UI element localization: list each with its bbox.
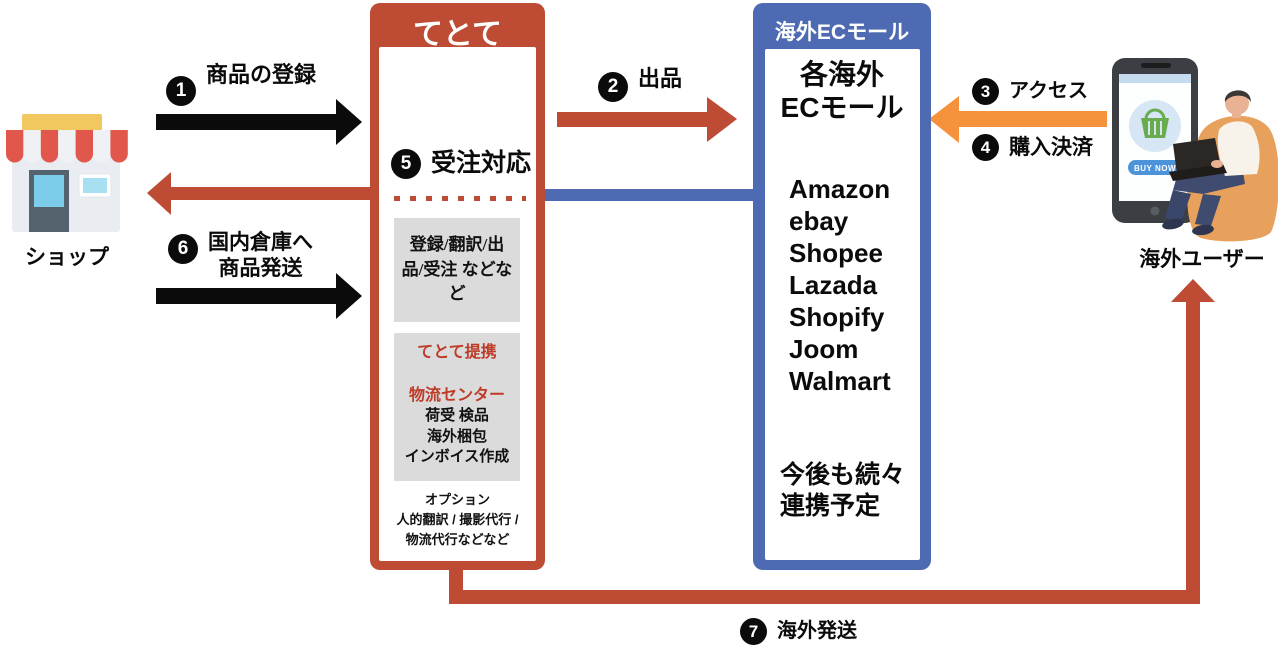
mall-item: Shopee [789, 238, 883, 268]
mall-item: Joom [789, 334, 859, 364]
step-label: 受注対応 [431, 150, 532, 177]
ec-mall-box: 海外ECモール [753, 3, 931, 570]
mall-item: Lazada [789, 270, 878, 300]
step-number-badge: 3 [972, 78, 999, 105]
mall-item: ebay [789, 206, 849, 236]
step-label: アクセス [1009, 80, 1088, 103]
phone-home-button [1150, 206, 1160, 216]
options-line: オプション [424, 492, 490, 507]
step-label: 国内倉庫へ 商品発送 [208, 230, 313, 280]
arrow-overseas-shipping [449, 279, 1215, 604]
arrow-listing [557, 97, 737, 142]
overseas-user-illustration: BUY NOW [1112, 58, 1278, 242]
options-line: 物流代行などなど [405, 532, 510, 548]
shopping-basket-icon [1141, 108, 1169, 138]
step-1-product-registration: 1 商品の登録 [166, 62, 316, 106]
step-number-badge: 5 [391, 149, 421, 180]
logistics-item: 荷受 検品 [425, 408, 489, 424]
step-label: 出品 [638, 66, 683, 91]
mall-item: Shopify [789, 302, 885, 332]
tetote-options: オプション 人的翻訳 / 撮影代行 / 物流代行などなど [376, 490, 539, 550]
ec-mall-future-note: 今後も続々 連携予定 [780, 461, 906, 520]
step-4-purchase-payment: 4 購入決済 [972, 134, 1093, 161]
ec-mall-list: Amazon ebay Shopee Lazada Shopify Joom W… [789, 173, 891, 397]
arrow-access [929, 96, 1107, 143]
step-number-badge: 6 [168, 234, 198, 264]
step-5-order-handling: 5 受注対応 [391, 149, 531, 180]
mall-item: Walmart [789, 366, 891, 396]
arrow-product-registration [156, 99, 362, 145]
spacer [394, 363, 520, 386]
overseas-user-label: 海外ユーザー [1139, 247, 1265, 271]
shop-door [29, 170, 69, 232]
tetote-title: てとて [412, 18, 503, 51]
shop-window [78, 173, 112, 198]
shop-sign [22, 114, 102, 131]
tetote-logistics-box: てとて提携 物流センター 荷受 検品 海外梱包 インボイス作成 [394, 333, 520, 481]
ec-mall-heading: 各海外 ECモール [780, 59, 904, 123]
buy-now-button: BUY NOW [1128, 160, 1182, 175]
step-7-overseas-shipping: 7 海外発送 [740, 618, 857, 645]
line-order-from-mall [540, 189, 756, 201]
ec-mall-title: 海外ECモール [774, 21, 910, 44]
logistics-item: 海外梱包 [426, 428, 487, 445]
options-line: 人的翻訳 / 撮影代行 / [396, 512, 519, 528]
step-label: 海外発送 [777, 620, 857, 643]
shop-awning [6, 130, 128, 163]
storefront-icon [6, 114, 128, 232]
partner-title: てとて提携 [417, 344, 497, 361]
arrow-order-to-shop [147, 172, 373, 215]
tetote-services-box: 登録/翻訳/出品/受注 などなど [394, 218, 520, 322]
logistics-center-title: 物流センター [408, 387, 505, 404]
step-label: 商品の登録 [206, 62, 317, 87]
step-number-badge: 4 [972, 134, 999, 161]
buy-now-label: BUY NOW [1134, 164, 1176, 173]
step-2-listing: 2 出品 [598, 66, 682, 102]
step-number-badge: 1 [166, 76, 196, 106]
step-number-badge: 7 [740, 618, 767, 645]
step-number-badge: 2 [598, 72, 628, 102]
shop-label: ショップ [25, 246, 109, 269]
step-6-domestic-warehouse-shipping: 6 国内倉庫へ 商品発送 [168, 230, 313, 281]
step-3-access: 3 アクセス [972, 78, 1088, 105]
tetote-dashed-divider [394, 196, 526, 201]
logistics-item: インボイス作成 [404, 449, 510, 466]
step-label: 購入決済 [1009, 134, 1093, 159]
mall-item: Amazon [789, 174, 891, 204]
tetote-services-text: 登録/翻訳/出品/受注 などなど [401, 235, 513, 304]
person-on-beanbag [1162, 90, 1278, 242]
arrow-domestic-shipping [156, 273, 362, 319]
ec-mall-box-inner [765, 49, 920, 560]
